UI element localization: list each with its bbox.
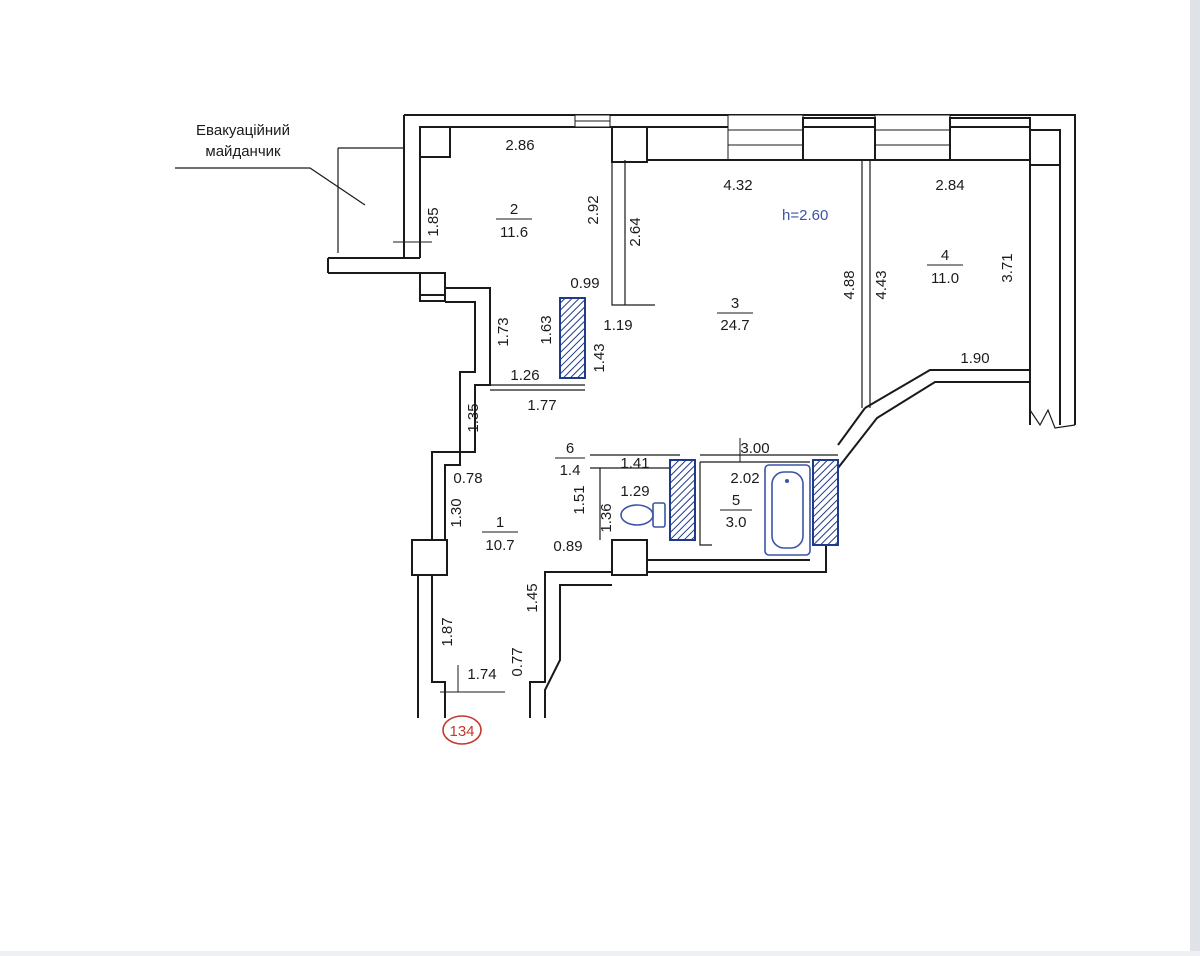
- dim-0-89: 0.89: [553, 538, 582, 555]
- room-1-area: 10.7: [485, 537, 514, 554]
- dim-1-87: 1.87: [439, 617, 456, 646]
- dim-1-51: 1.51: [571, 485, 588, 514]
- bathtub-icon: [764, 464, 811, 556]
- evac-label-line2: майданчик: [205, 143, 281, 160]
- paper-edge-shadow: [1190, 0, 1200, 951]
- dim-0-78: 0.78: [453, 470, 482, 487]
- room-5-area: 3.0: [726, 514, 747, 531]
- room-5-number: 5: [732, 492, 740, 509]
- shaft-wc: [669, 459, 696, 541]
- dim-1-74: 1.74: [467, 666, 496, 683]
- dim-1-63: 1.63: [538, 315, 555, 344]
- dim-2-92: 2.92: [585, 195, 602, 224]
- room-1-number: 1: [496, 514, 504, 531]
- dim-1-77: 1.77: [527, 397, 556, 414]
- dim-4-43: 4.43: [873, 270, 890, 299]
- room-6-number: 6: [566, 440, 574, 457]
- ceiling-height: h=2.60: [782, 207, 828, 224]
- dim-4-32: 4.32: [723, 177, 752, 194]
- dim-2-86: 2.86: [505, 137, 534, 154]
- dim-1-19: 1.19: [603, 317, 632, 334]
- dim-1-73: 1.73: [495, 317, 512, 346]
- room-2-number: 2: [510, 201, 518, 218]
- dim-2-84: 2.84: [935, 177, 964, 194]
- dim-3-71: 3.71: [999, 253, 1016, 282]
- room-3-area: 24.7: [720, 317, 749, 334]
- toilet-icon: [620, 502, 666, 528]
- dim-0-77: 0.77: [509, 647, 526, 676]
- dim-1-35: 1.35: [465, 403, 482, 432]
- dim-2-02: 2.02: [730, 470, 759, 487]
- exterior-walls: [327, 114, 1076, 718]
- room-4-number: 4: [941, 247, 949, 264]
- dimension-labels: 2.86 4.32 2.84 0.99 1.19 1.26 1.77 1.90 …: [425, 137, 1016, 683]
- room-3-number: 3: [731, 295, 739, 312]
- room-4-area: 11.0: [931, 270, 959, 287]
- evac-label-line1: Евакуаційний: [196, 122, 290, 139]
- ventilation-shafts: [559, 297, 839, 546]
- dim-1-36: 1.36: [598, 503, 615, 532]
- dim-1-30: 1.30: [448, 498, 465, 527]
- dimension-ticks: [393, 241, 741, 693]
- evac-leader: [175, 147, 404, 253]
- dim-4-88: 4.88: [841, 270, 858, 299]
- shaft-bath: [812, 459, 839, 546]
- dim-2-64: 2.64: [627, 217, 644, 246]
- dim-1-43: 1.43: [591, 343, 608, 372]
- dim-0-99: 0.99: [570, 275, 599, 292]
- shaft-corridor: [559, 297, 586, 379]
- room-6-area: 1.4: [560, 462, 581, 479]
- dim-3-00: 3.00: [740, 440, 769, 457]
- sheet-number: 134: [449, 723, 474, 740]
- dim-1-85: 1.85: [425, 207, 442, 236]
- dim-1-45: 1.45: [524, 583, 541, 612]
- dim-1-90: 1.90: [960, 350, 989, 367]
- sheet-number-stamp: 134: [442, 715, 482, 745]
- room-2-area: 11.6: [500, 224, 528, 241]
- dim-1-29: 1.29: [620, 483, 649, 500]
- dim-1-41: 1.41: [620, 455, 649, 472]
- dim-1-26: 1.26: [510, 367, 539, 384]
- room-labels: 2 11.6 3 24.7 4 11.0 1 10.7 5 3.0 6 1.4: [482, 201, 963, 554]
